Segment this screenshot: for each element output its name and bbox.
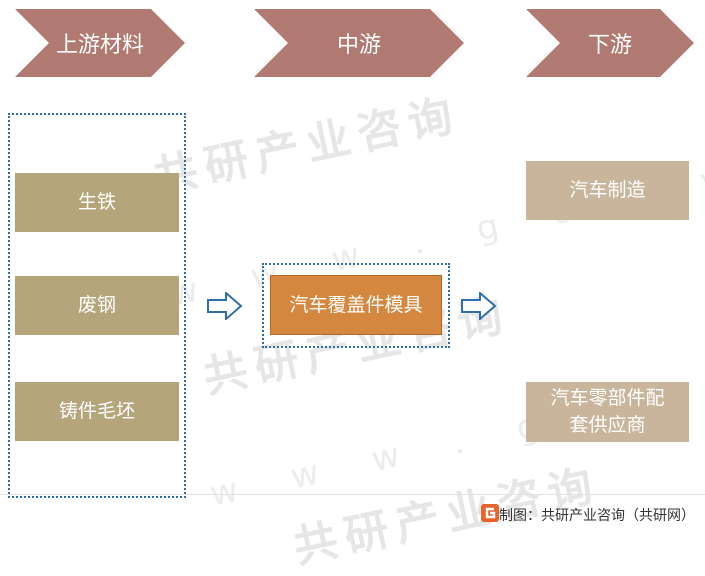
material-pig-iron: 生铁 xyxy=(15,173,179,232)
chevron-shape xyxy=(526,9,694,77)
chevron-shape xyxy=(254,9,464,77)
footer-credit: 制图：共研产业咨询（共研网） xyxy=(499,508,695,524)
stage-label-upstream: 上游材料 xyxy=(55,33,144,58)
material-casting-blank: 铸件毛坯 xyxy=(15,382,179,441)
downstream-auto-manufacturing: 汽车制造 xyxy=(526,161,689,220)
stage-label-midstream: 中游 xyxy=(336,33,381,58)
midstream-group-frame xyxy=(262,263,450,348)
chevron-shape xyxy=(15,9,185,77)
material-scrap-steel: 废钢 xyxy=(15,276,179,335)
upstream-group-frame xyxy=(8,113,186,498)
midstream-automotive-panel-die: 汽车覆盖件模具 xyxy=(270,275,442,335)
stage-header-midstream: 中游 xyxy=(254,9,464,77)
brand-logo-icon xyxy=(481,504,499,522)
footer: 制图：共研产业咨询（共研网） xyxy=(0,494,705,534)
right-arrow-icon xyxy=(207,292,243,320)
right-arrow-icon xyxy=(461,292,497,320)
watermark-brand: 共研产业咨询 xyxy=(149,89,465,204)
stage-header-upstream: 上游材料 xyxy=(15,9,185,77)
stage-header-downstream: 下游 xyxy=(526,9,694,77)
stage-label-downstream: 下游 xyxy=(587,33,632,58)
downstream-parts-supplier: 汽车零部件配 套供应商 xyxy=(526,382,689,442)
